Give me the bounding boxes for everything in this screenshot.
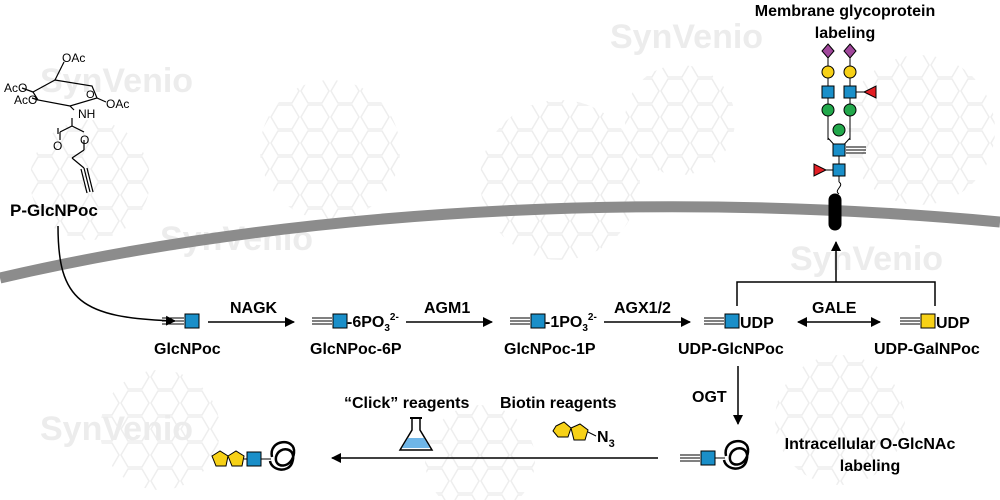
ester-o-label: O xyxy=(80,133,89,147)
azide-label: N3 xyxy=(597,429,615,450)
intracellular-label-line2: labeling xyxy=(840,458,900,475)
nagk-label: NAGK xyxy=(230,300,278,317)
gale-label: GALE xyxy=(812,300,857,317)
watermark: SynVenio xyxy=(40,410,193,448)
agx-label: AGX1/2 xyxy=(614,300,671,317)
ring-o-label: O xyxy=(86,89,95,101)
membrane-label-line1: Membrane glycoprotein xyxy=(755,3,935,20)
udp-glcnpoc-suffix: UDP xyxy=(740,315,774,332)
watermark: SynVenio xyxy=(790,240,943,278)
glcnpoc-6p-icon xyxy=(312,313,348,329)
o-glcnac-protein-icon xyxy=(680,440,750,470)
carbonyl-o-label: O xyxy=(53,139,62,153)
watermark: SynVenio xyxy=(40,62,193,100)
nh-label: NH xyxy=(78,107,95,121)
udp-galnpoc-icon xyxy=(900,313,936,329)
ogt-label: OGT xyxy=(692,389,727,406)
precursor-labels: OAc AcO AcO OAc O NH O O P-GlcNPoc xyxy=(4,51,129,220)
udp-galnpoc-label: UDP-GalNPoc xyxy=(874,341,980,358)
glcnpoc-1p-icon xyxy=(510,313,546,329)
glcnpoc-6p-label: GlcNPoc-6P xyxy=(310,341,402,358)
udp-glcnpoc-icon xyxy=(704,313,740,329)
oac-label: OAc xyxy=(62,51,85,65)
click-reagents-label: “Click” reagents xyxy=(344,395,469,412)
agm1-label: AGM1 xyxy=(424,300,470,317)
membrane-label-line2: labeling xyxy=(815,25,875,42)
glcnpoc-label: GlcNPoc xyxy=(154,341,221,358)
biotin-azide-icon xyxy=(552,421,597,441)
intracellular-label-line1: Intracellular O-GlcNAc xyxy=(785,436,956,453)
oac-label-right: OAc xyxy=(106,97,129,111)
glcnpoc-icon xyxy=(162,313,200,329)
udp-glcnpoc-label: UDP-GlcNPoc xyxy=(678,341,784,358)
glycan-tree xyxy=(813,43,877,231)
glcnpoc-1p-suffix: -1PO32- xyxy=(545,312,597,334)
watermark-group: SynVenio SynVenio SynVenio SynVenio SynV… xyxy=(40,18,943,448)
cell-membrane xyxy=(0,201,1000,284)
flask-icon xyxy=(398,417,434,451)
precursor-name: P-GlcNPoc xyxy=(10,201,98,220)
biotin-labeled-product-icon xyxy=(211,441,296,471)
uptake-arrow xyxy=(57,225,176,326)
glcnpoc-1p-label: GlcNPoc-1P xyxy=(504,341,596,358)
biotin-reagents-label: Biotin reagents xyxy=(500,395,617,412)
udp-galnpoc-suffix: UDP xyxy=(936,315,970,332)
aco-label: AcO xyxy=(4,81,27,95)
aco-label-2: AcO xyxy=(14,93,37,107)
background-texture xyxy=(30,55,995,500)
glcnpoc-6p-suffix: -6PO32- xyxy=(347,312,399,334)
precursor-structure xyxy=(21,61,107,194)
watermark: SynVenio xyxy=(610,18,763,56)
